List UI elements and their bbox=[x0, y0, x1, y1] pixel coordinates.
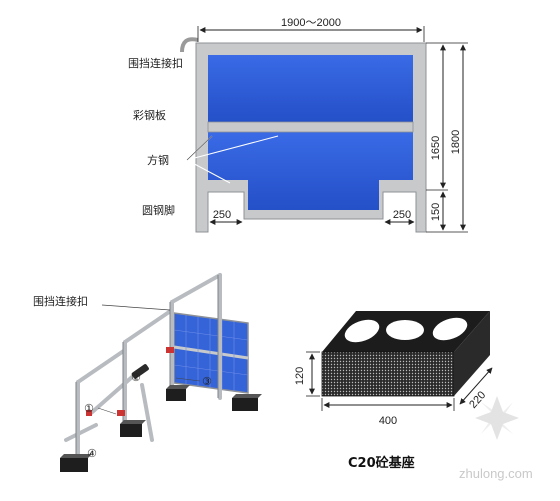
lower-steel-panel bbox=[208, 132, 413, 210]
block-title: C20砼基座 bbox=[348, 455, 415, 471]
connector-clip bbox=[131, 364, 149, 379]
callout-4: ④ bbox=[87, 447, 97, 460]
top-elevation: 1900～2000 1650 150 1800 250 250 围挡连接扣 彩钢… bbox=[128, 17, 468, 233]
label-clip: 围挡连接扣 bbox=[128, 56, 183, 70]
perspective-view: 围挡连接扣 ① ② ③ ④ bbox=[33, 273, 262, 472]
panel-rail bbox=[173, 345, 249, 360]
clip-marker bbox=[166, 347, 174, 353]
clip-marker bbox=[86, 410, 92, 416]
perspective-frame bbox=[64, 273, 222, 460]
upper-steel-panel bbox=[208, 55, 413, 122]
leader-line bbox=[186, 135, 279, 161]
foot-left-dim-text: 250 bbox=[213, 209, 231, 221]
block-depth-dim-line bbox=[459, 367, 493, 405]
block-hole bbox=[432, 317, 468, 341]
block-hole bbox=[386, 320, 424, 340]
clip-marker bbox=[117, 410, 125, 416]
label-panel: 彩钢板 bbox=[133, 108, 166, 122]
callout-2: ② bbox=[131, 371, 141, 384]
perspective-base-blocks bbox=[60, 385, 262, 472]
middle-square-tube bbox=[207, 121, 414, 133]
watermark-logo bbox=[475, 396, 519, 440]
callout-3: ③ bbox=[202, 375, 212, 388]
block-height-dim-text: 120 bbox=[294, 367, 306, 385]
width-dim-text: 1900～2000 bbox=[281, 17, 341, 29]
leader-line bbox=[101, 304, 171, 311]
leader-line bbox=[186, 135, 213, 161]
label-tube: 方钢 bbox=[147, 153, 169, 167]
panel-grid bbox=[173, 315, 249, 391]
block-hole bbox=[344, 319, 380, 343]
foot-height-dim-text: 150 bbox=[430, 203, 442, 221]
block-length-dim-text: 400 bbox=[379, 415, 397, 427]
foot-right-dim-text: 250 bbox=[393, 209, 411, 221]
leader-line bbox=[97, 407, 117, 415]
leader-line bbox=[186, 159, 231, 184]
height-inner-dim-text: 1650 bbox=[430, 136, 442, 160]
block-front-face bbox=[321, 351, 455, 397]
perspective-clip-label: 围挡连接扣 bbox=[33, 294, 88, 308]
label-foot: 圆钢脚 bbox=[142, 203, 175, 217]
watermark: zhulong.com bbox=[459, 396, 533, 481]
base-block-detail: 120 400 220 C20砼基座 bbox=[294, 311, 493, 471]
callout-1: ① bbox=[84, 402, 94, 415]
height-total-dim-text: 1800 bbox=[450, 130, 462, 154]
clip-hook bbox=[180, 37, 199, 53]
leader-line bbox=[175, 377, 201, 382]
watermark-text: zhulong.com bbox=[459, 466, 533, 481]
